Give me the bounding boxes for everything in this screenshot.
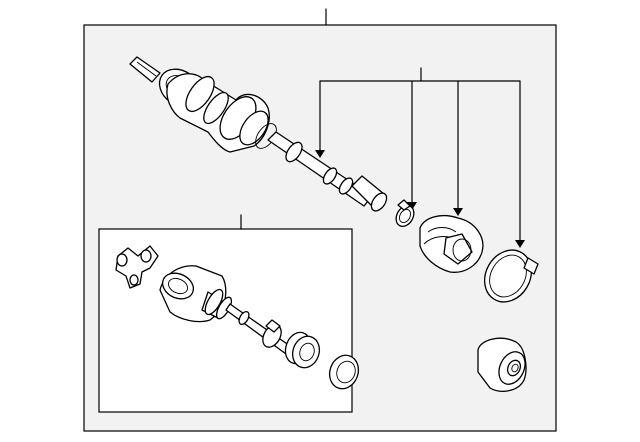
arrowhead-shaft: [315, 150, 325, 158]
tripod-joint: [115, 245, 159, 289]
arrowhead-clamp-small: [407, 202, 417, 210]
boot-clamp-small: [395, 199, 415, 227]
arrowhead-boot: [453, 208, 463, 216]
axle-shaft-assembly: [129, 56, 388, 212]
callout-leaders: [315, 67, 525, 248]
boot-clamp-large: [483, 249, 539, 303]
arrowhead-clamp-large: [515, 240, 525, 248]
dust-seal: [477, 337, 527, 392]
joint-boot: [419, 214, 484, 273]
inboard-joint-subassembly: [115, 245, 360, 390]
